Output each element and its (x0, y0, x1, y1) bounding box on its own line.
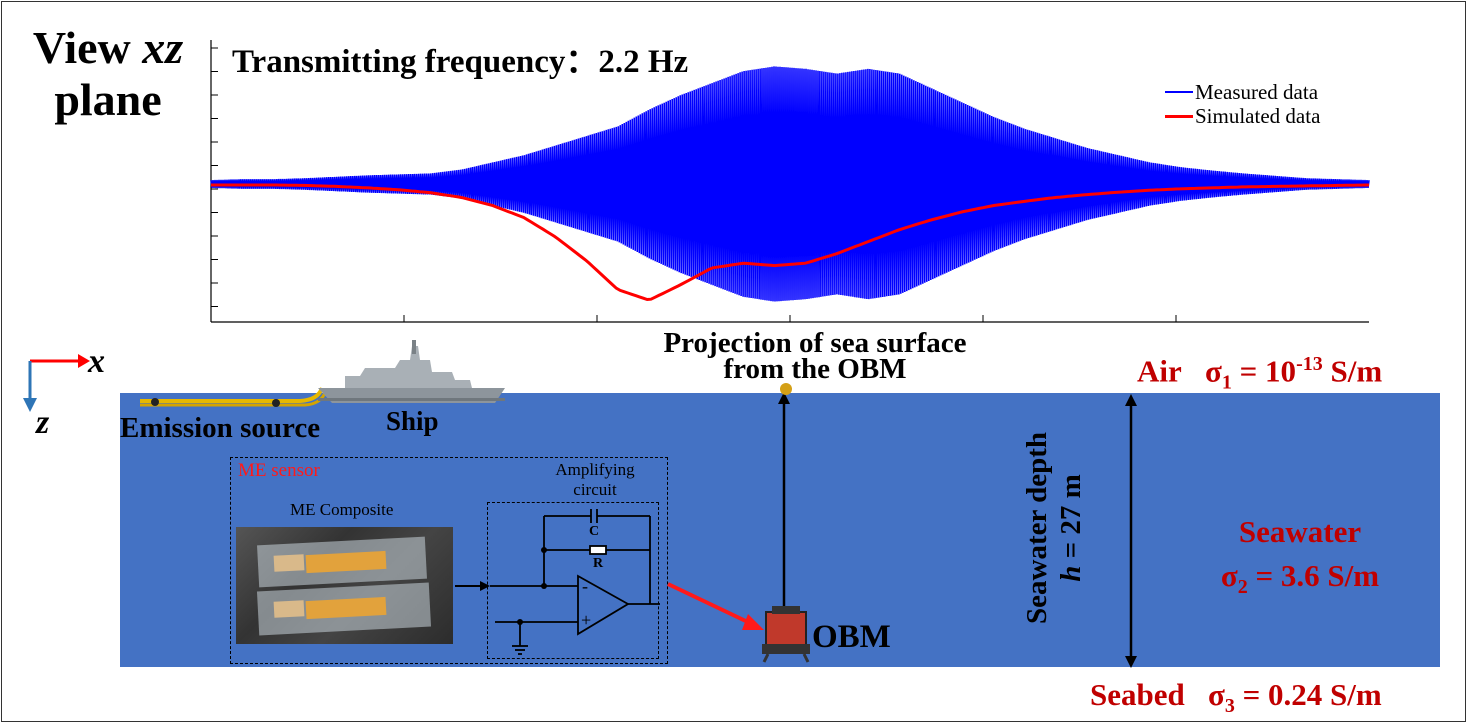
seawater-sigma-sub: 2 (1237, 576, 1248, 599)
seabed-sigma: σ (1208, 677, 1225, 712)
seawater-label: Seawater (1238, 514, 1362, 549)
capacitor-label: C (589, 524, 600, 539)
seawater-conductivity-label: Seawater σ2 = 3.6 S/m (1195, 510, 1405, 609)
seabed-label: Seabed (1090, 677, 1185, 712)
depth-line2: = 27 m (1055, 474, 1087, 566)
seabed-sigma-sub: 3 (1224, 695, 1235, 718)
ship-label: Ship (386, 406, 439, 436)
resistor-label: R (593, 556, 604, 571)
amplifying-circuit-label: Amplifying circuit (520, 460, 670, 500)
chart-legend: Measured data Simulated data (1165, 80, 1320, 128)
opamp-minus-label: - (582, 576, 588, 596)
seawater-sigma: σ (1220, 558, 1238, 593)
x-axis-label: x (88, 343, 105, 380)
air-eq: = 10 (1231, 353, 1297, 389)
projection-label: Projection of sea surface from the OBM (620, 327, 1010, 385)
air-conductivity-label: Air σ1 = 10-13 S/m (1137, 353, 1382, 395)
air-label: Air (1137, 353, 1182, 389)
air-exp: -13 (1296, 353, 1323, 375)
me-sensor-label: ME sensor (238, 460, 320, 481)
me-composite-label: ME Composite (290, 500, 394, 519)
view-title-prefix: View (32, 22, 143, 73)
legend-item-measured: Measured data (1165, 80, 1320, 104)
air-sigma: σ (1205, 353, 1222, 389)
view-title: View xz plane (22, 22, 194, 126)
me-composite-photo (236, 527, 453, 644)
amplifying-circuit-box (487, 502, 659, 659)
view-title-line2: plane (54, 74, 162, 125)
legend-swatch-measured (1165, 91, 1193, 93)
legend-swatch-simulated (1165, 114, 1193, 118)
opamp-plus-label: + (581, 610, 592, 630)
air-sigma-sub: 1 (1221, 371, 1232, 394)
seawater-depth-label: Seawater depth h = 27 m (1020, 398, 1088, 658)
seawater-value: = 3.6 S/m (1247, 558, 1380, 593)
amp-label-line2: circuit (573, 480, 617, 499)
legend-label-measured: Measured data (1195, 80, 1319, 104)
depth-var: h (1055, 565, 1087, 582)
z-axis-label: z (36, 404, 50, 441)
view-title-italic: xz (142, 22, 184, 73)
legend-label-simulated: Simulated data (1195, 104, 1321, 128)
chart-title: Transmitting frequency：2.2 Hz (232, 44, 689, 80)
projection-label-line2: from the OBM (723, 353, 907, 385)
projection-label-line1: Projection of sea surface (663, 327, 967, 359)
seabed-conductivity-label: Seabed σ3 = 0.24 S/m (1090, 677, 1382, 718)
amp-label-line1: Amplifying (555, 460, 635, 479)
series-simulated (211, 183, 1369, 302)
air-unit: S/m (1322, 353, 1383, 389)
obm-label: OBM (812, 619, 891, 655)
chart-area (210, 40, 1370, 323)
emission-source-label: Emission source (120, 412, 321, 444)
legend-item-simulated: Simulated data (1165, 104, 1320, 128)
depth-line1: Seawater depth (1021, 432, 1053, 624)
me-sensor-box (230, 457, 668, 664)
seabed-value: = 0.24 S/m (1234, 677, 1382, 712)
